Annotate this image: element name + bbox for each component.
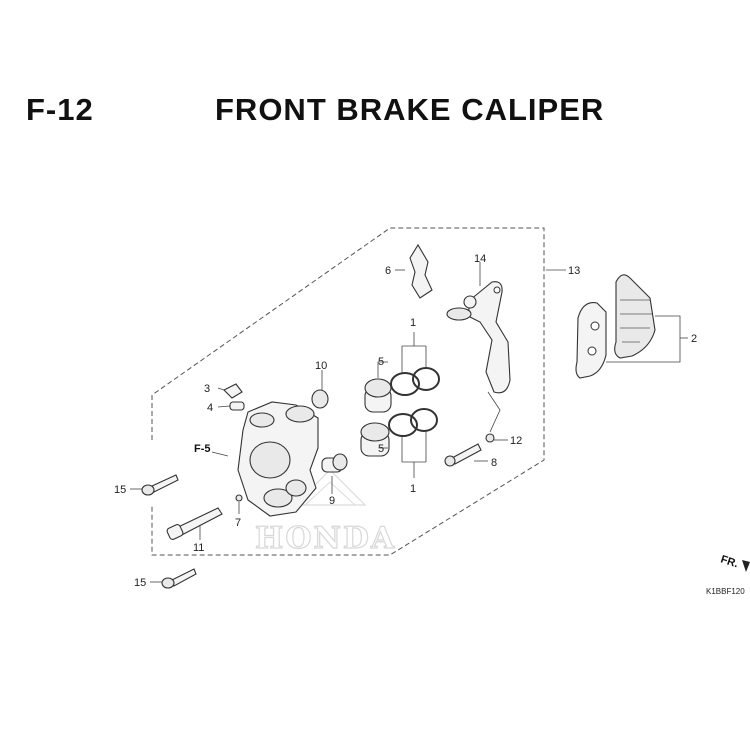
mounting-bolt-lower [161,568,197,589]
caliper-body [237,401,319,517]
drawing-code: K1BBF120 [706,587,745,596]
leader-lines [130,262,688,583]
callout-15-upper: 15 [114,484,126,496]
callout-9: 9 [329,495,335,507]
bleeder-valve [223,383,245,411]
pad-spring [409,243,433,299]
piston-upper [364,367,440,413]
small-seal [235,494,243,502]
callout-3: 3 [204,383,210,395]
pin-bolt [321,453,348,473]
callout-13: 13 [568,265,580,277]
callout-14: 14 [474,253,486,265]
callout-1-upper: 1 [410,317,416,329]
front-direction-marker: FR. [719,553,750,572]
callout-15-lower: 15 [134,577,146,589]
caliper-bracket [446,281,511,394]
front-direction-label: FR. [719,553,740,570]
watermark-text: HONDA [255,521,396,556]
page-header: F-12 FRONT BRAKE CALIPER [0,92,750,142]
callout-4: 4 [207,402,213,414]
cross-reference-f5: F-5 [194,443,211,455]
callout-12: 12 [510,435,522,447]
callout-6: 6 [385,265,391,277]
callout-5-lower: 5 [378,443,384,455]
figure-code: F-12 [26,92,94,127]
bracket-seal [485,433,495,443]
callout-7: 7 [235,517,241,529]
mounting-bolt-upper [141,474,179,496]
honda-watermark: HONDA [254,469,396,557]
brake-pad-set [575,274,656,379]
figure-title: FRONT BRAKE CALIPER [215,92,605,127]
pin-boot [311,389,329,409]
callout-1-lower: 1 [410,483,416,495]
assembly-outline [151,227,545,556]
callout-11: 11 [193,542,204,554]
callout-10: 10 [315,360,327,372]
caliper-pin [166,507,223,540]
callout-8: 8 [491,457,497,469]
callout-5-upper: 5 [378,356,384,368]
bracket-bolt [444,443,482,467]
callout-2: 2 [691,333,697,345]
piston-lower [360,408,438,457]
